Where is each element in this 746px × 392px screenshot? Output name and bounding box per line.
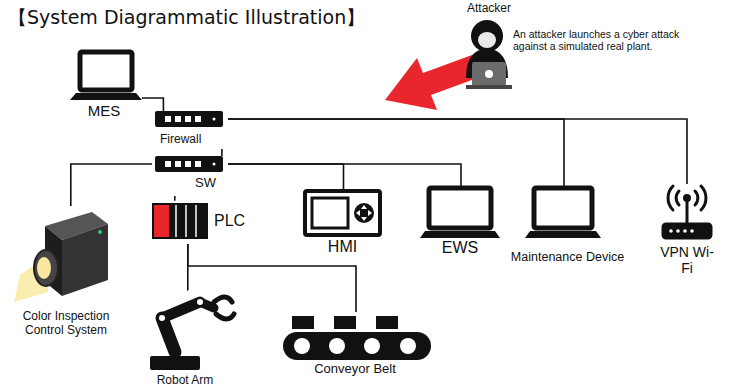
device-label: HMI [300, 238, 385, 256]
diagram-title: 【System Diagrammatic Illustration】 [8, 5, 365, 31]
device-label: PLC [214, 212, 248, 230]
wifi-router-icon [663, 186, 711, 238]
robot-arm-icon [150, 297, 234, 370]
switch-icon [155, 156, 223, 172]
vpn-wifi-node: VPN Wi-Fi [648, 184, 726, 286]
hmi-node: HMI [300, 190, 387, 258]
attacker-node: Attacker An attacker launches a cyber att… [455, 2, 710, 94]
network-wire [228, 119, 564, 186]
attacker-figure [466, 20, 512, 89]
plc-node: PLC [148, 200, 250, 244]
conveyor-icon [283, 316, 431, 360]
mes-node: MES [68, 46, 142, 120]
network-wire [228, 164, 344, 190]
device-label: SW [188, 176, 216, 191]
firewall-node: Firewall [152, 111, 228, 149]
device-label: Maintenance Device [500, 250, 635, 264]
network-wire [142, 98, 163, 111]
router-lights [669, 229, 694, 233]
device-label: Firewall [160, 133, 218, 147]
laptop-icon [525, 188, 601, 238]
firewall-icon [155, 111, 223, 127]
network-wire [228, 119, 687, 184]
switch-node: SW [152, 156, 228, 196]
ews-node: EWS [420, 186, 502, 258]
camera-icon [14, 212, 108, 302]
laptop-icon [70, 52, 142, 100]
plc-icon [152, 203, 208, 239]
network-wire [228, 164, 461, 186]
device-label: VPN Wi-Fi [660, 244, 714, 276]
description-text: An attacker launches a cyber attack agai… [513, 28, 707, 52]
network-wire [71, 164, 152, 206]
laptop-icon [420, 188, 500, 238]
robot-arm-node: Robot Arm [130, 290, 242, 390]
maintenance-node: Maintenance Device [500, 186, 637, 268]
hmi-icon [305, 191, 380, 235]
color-inspection-node: Color Inspection Control System [4, 206, 130, 346]
network-wire [174, 196, 176, 200]
device-label: EWS [420, 239, 500, 257]
device-label: Robot Arm [130, 374, 240, 388]
device-label: Attacker [467, 2, 527, 16]
device-label: Conveyor Belt [272, 362, 438, 377]
conveyor-node: Conveyor Belt [272, 312, 440, 380]
device-label: MES [68, 102, 140, 119]
device-label: Color Inspection Control System [4, 310, 128, 338]
network-wire [221, 149, 223, 156]
